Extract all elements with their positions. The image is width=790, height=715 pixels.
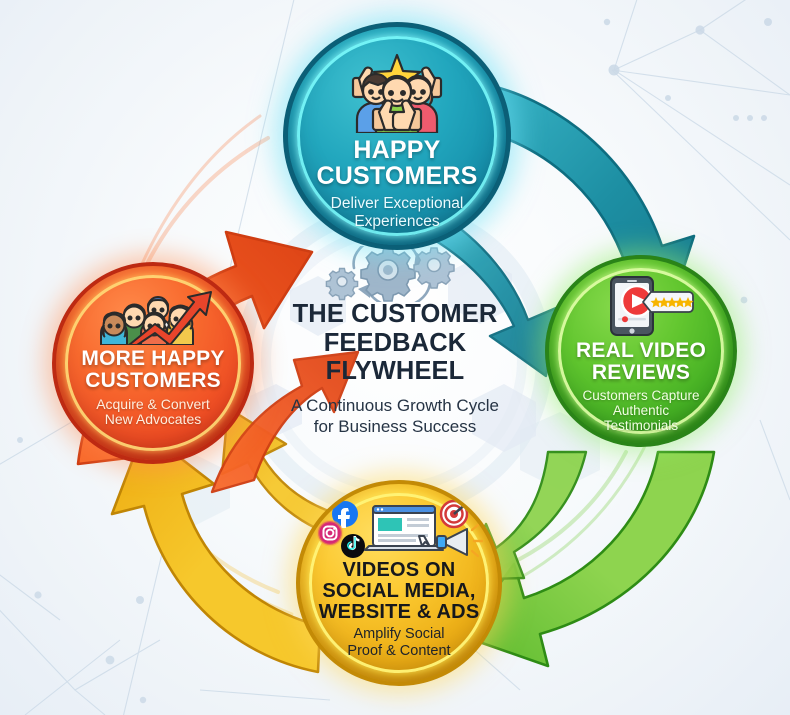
node-subtitle: Deliver Exceptional Experiences (330, 195, 464, 230)
smartphone-video-play-stars-icon (587, 275, 695, 337)
node-title: REAL VIDEO REVIEWS (576, 339, 706, 384)
node-videos-social-media[interactable]: VIDEOS ON SOCIAL MEDIA, WEBSITE & ADS Am… (296, 480, 502, 686)
crowd-growth-arrow-icon (93, 283, 213, 345)
node-more-happy-customers[interactable]: MORE HAPPY CUSTOMERS Acquire & Convert N… (52, 262, 254, 464)
three-people-thumbs-up-star-icon (333, 51, 461, 133)
node-subtitle: Customers Capture Authentic Testimonials (582, 387, 700, 434)
node-real-video-reviews[interactable]: REAL VIDEO REVIEWS Customers Capture Aut… (545, 255, 737, 447)
social-laptop-target-megaphone-icon (315, 500, 483, 558)
gears-icon (318, 246, 468, 302)
center-label-block: THE CUSTOMER FEEDBACK FLYWHEEL A Continu… (255, 300, 535, 437)
node-title: VIDEOS ON SOCIAL MEDIA, WEBSITE & ADS (318, 559, 480, 623)
page-subtitle: A Continuous Growth Cycle for Business S… (291, 395, 499, 436)
node-subtitle: Amplify Social Proof & Content (347, 626, 451, 659)
node-title: HAPPY CUSTOMERS (316, 136, 478, 190)
node-happy-customers[interactable]: HAPPY CUSTOMERS Deliver Exceptional Expe… (283, 22, 511, 250)
node-title: MORE HAPPY CUSTOMERS (81, 347, 225, 392)
node-subtitle: Acquire & Convert New Advocates (96, 395, 210, 428)
page-title: THE CUSTOMER FEEDBACK FLYWHEEL (292, 300, 498, 386)
